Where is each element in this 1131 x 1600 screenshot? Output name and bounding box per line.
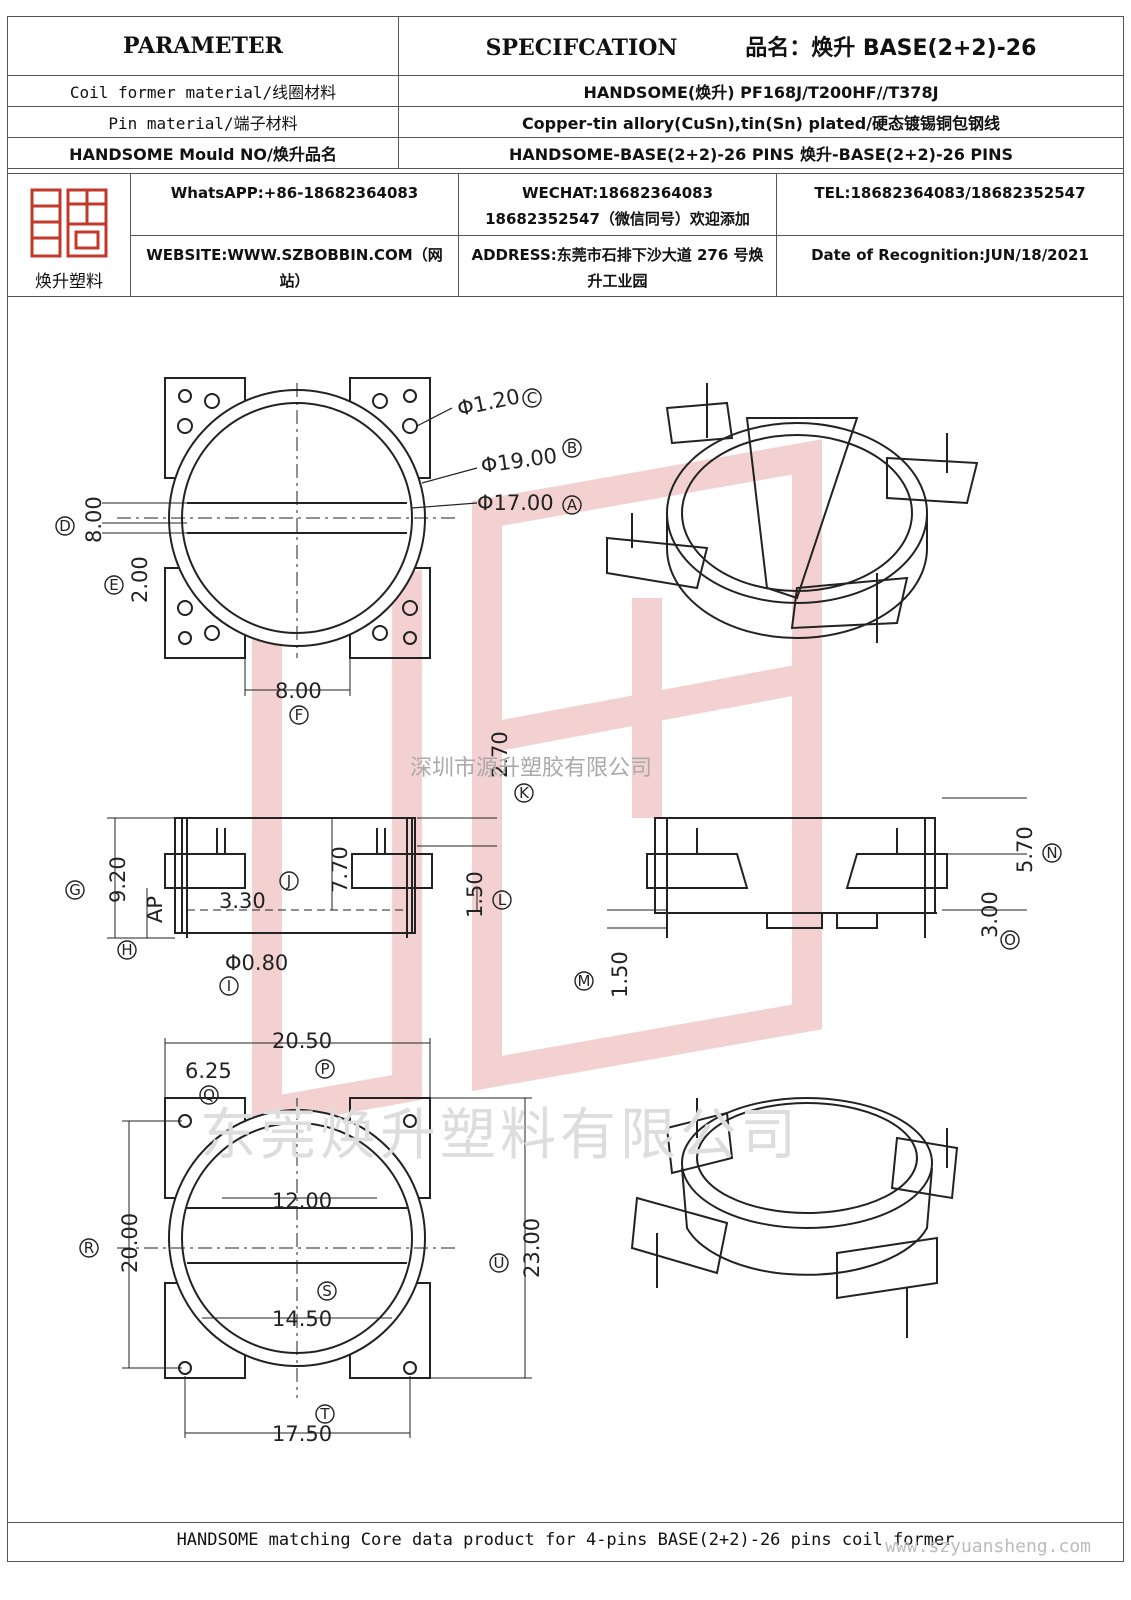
wechat-cell: WECHAT:18682364083 18682352547（微信同号）欢迎添加 (458, 173, 777, 236)
dim-q: 6.25 (185, 1059, 232, 1083)
ref-j: J (286, 872, 291, 890)
iso-view-top (606, 383, 979, 643)
dim-r: 20.00 (118, 1213, 142, 1273)
coil-material-label: Coil former material/线圈材料 (7, 75, 399, 107)
parameter-table: PARAMETER SPECIFCATION 品名：焕升 BASE(2+2)-2… (7, 16, 1124, 169)
ref-d: D (59, 517, 71, 535)
ref-h: H (121, 941, 132, 959)
ref-s: S (322, 1282, 332, 1300)
ref-r: R (84, 1239, 94, 1257)
dim-c: Φ1.20 (455, 384, 522, 421)
dim-m: 1.50 (608, 951, 632, 998)
company-logo-icon (30, 188, 108, 258)
ref-k: K (519, 784, 530, 802)
wechat-line-1: WECHAT:18682364083 (521, 184, 713, 202)
dim-p: 20.50 (272, 1029, 332, 1053)
dim-g: 9.20 (106, 856, 130, 903)
ref-b: B (567, 439, 577, 457)
website-cell: WEBSITE:WWW.SZBOBBIN.COM（网站） (130, 234, 459, 297)
dim-j: 3.30 (219, 889, 266, 913)
watermark-url: www.szyuansheng.com (885, 1536, 1091, 1557)
iso-view-bottom (630, 1097, 959, 1338)
dim-s: 14.50 (272, 1307, 332, 1331)
dim-t: 17.50 (272, 1422, 332, 1446)
mould-no-value: HANDSOME-BASE(2+2)-26 PINS 焕升-BASE(2+2)-… (398, 137, 1124, 169)
pin-material-value: Copper-tin allory(CuSn),tin(Sn) plated/硬… (398, 106, 1124, 138)
ref-n: N (1046, 844, 1057, 862)
logo-cell: 焕升塑料 (7, 173, 131, 297)
watermark-text-2: 东莞焕升塑料有限公司 (200, 1103, 800, 1168)
watermark-text-1: 深圳市源升塑胶有限公司 (410, 756, 653, 781)
ref-a: A (567, 496, 578, 514)
ref-l: L (498, 891, 507, 909)
product-name: 品名：焕升 BASE(2+2)-26 (745, 36, 1037, 61)
ref-i: I (227, 977, 231, 995)
dim-ap: AP (143, 896, 167, 923)
parameter-header: PARAMETER (7, 16, 399, 76)
ref-q: Q (203, 1086, 215, 1104)
dim-a: Φ17.00 (477, 491, 554, 515)
side-view-left (107, 817, 497, 939)
contact-table: 焕升塑料 WhatsAPP:+86-18682364083 WECHAT:186… (7, 173, 1124, 297)
technical-drawing: Φ1.20 Φ19.00 Φ17.00 8.00 2.00 8.00 2.70 … (55, 377, 1062, 1446)
ref-g: G (69, 881, 81, 899)
ref-f: F (295, 706, 304, 724)
drawing-sheet-border (7, 16, 1124, 1562)
whatsapp-cell: WhatsAPP:+86-18682364083 (130, 173, 459, 236)
dim-n: 5.70 (1013, 826, 1037, 873)
address-cell: ADDRESS:东莞市石排下沙大道 276 号焕升工业园 (458, 234, 777, 297)
ref-t: T (319, 1405, 330, 1423)
dim-k: 2.70 (488, 731, 512, 778)
dim-s12: 12.00 (272, 1189, 332, 1213)
dim-b: Φ19.00 (479, 444, 558, 478)
dim-u: 23.00 (520, 1218, 544, 1278)
wechat-line-2: 18682352547（微信同号）欢迎添加 (485, 210, 750, 228)
ref-m: M (578, 972, 591, 990)
side-view-right (607, 797, 1027, 938)
footer-note: HANDSOME matching Core data product for … (7, 1522, 1124, 1563)
dim-e: 2.00 (128, 556, 152, 603)
dim-f: 8.00 (275, 679, 322, 703)
ref-o: O (1004, 931, 1016, 949)
dim-seven: 7.70 (328, 846, 352, 893)
dim-o: 3.00 (978, 891, 1002, 938)
top-view (102, 377, 478, 696)
ref-p: P (320, 1060, 329, 1078)
ref-e: E (109, 576, 118, 594)
specification-title: SPECIFCATION (485, 35, 678, 61)
logo-text: 焕升塑料 (35, 272, 103, 292)
ref-c: C (527, 389, 537, 407)
bottom-view (117, 1038, 532, 1438)
mould-no-label: HANDSOME Mould NO/焕升品名 (7, 137, 399, 169)
date-cell: Date of Recognition:JUN/18/2021 (776, 234, 1124, 297)
dim-d: 8.00 (82, 496, 106, 543)
spec-header: SPECIFCATION 品名：焕升 BASE(2+2)-26 (398, 16, 1124, 76)
dim-i: Φ0.80 (225, 951, 288, 975)
dim-l: 1.50 (463, 871, 487, 918)
ref-u: U (494, 1254, 505, 1272)
